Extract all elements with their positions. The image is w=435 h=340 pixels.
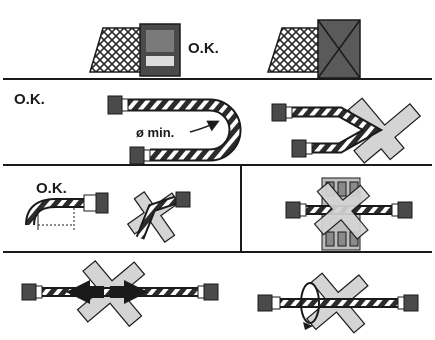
fitting-icon	[108, 96, 128, 114]
fitting-icon	[22, 284, 42, 300]
arrow-icon	[190, 122, 217, 132]
fitting-icon	[292, 140, 312, 157]
fitting-icon	[198, 284, 218, 300]
fitting-icon	[398, 295, 418, 311]
panel-fitting-bend: O.K.	[30, 179, 193, 253]
braided-hose-icon	[268, 28, 325, 72]
fitting-icon	[130, 147, 150, 164]
fitting-icon	[286, 202, 306, 218]
ok-label: O.K.	[36, 180, 67, 197]
collar-icon	[140, 24, 180, 76]
braided-hose-icon	[90, 28, 147, 72]
fitting-icon	[84, 193, 108, 213]
fitting-icon	[392, 202, 412, 218]
dimension-line	[38, 208, 74, 230]
cross-icon	[118, 179, 193, 253]
panel-collar-correct: O.K.	[90, 24, 219, 76]
panel-collar-wrong	[268, 20, 360, 78]
panel-twist	[258, 256, 418, 340]
panel-stretch	[22, 242, 218, 340]
cross-icon	[332, 77, 430, 174]
panel-bend-correct: O.K. ø min.	[14, 91, 235, 164]
panel-bend-wrong	[272, 77, 429, 174]
ok-label: O.K.	[14, 91, 45, 108]
fitting-icon	[272, 104, 292, 121]
fitting-icon	[176, 192, 190, 207]
fitting-icon	[258, 295, 280, 311]
panel-obstruction	[286, 168, 412, 254]
min-diameter-label: ø min.	[136, 125, 174, 140]
ok-label: O.K.	[188, 40, 219, 57]
